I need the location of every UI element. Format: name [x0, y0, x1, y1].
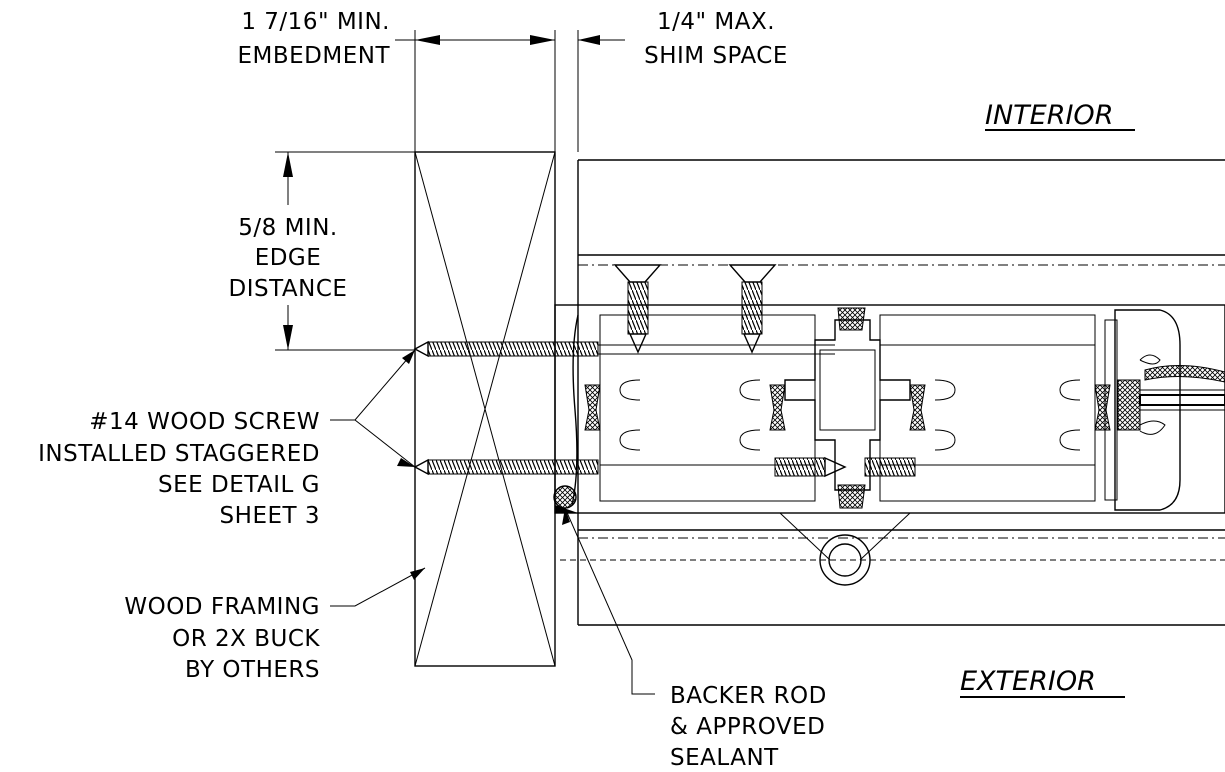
wood-screw-lower [413, 458, 599, 476]
svg-text:SEE DETAIL G: SEE DETAIL G [158, 472, 320, 498]
svg-text:EDGE: EDGE [255, 245, 322, 271]
svg-text:& APPROVED: & APPROVED [670, 714, 825, 740]
frame-extrusion [554, 304, 1225, 514]
svg-text:1 7/16" MIN.: 1 7/16" MIN. [241, 9, 390, 35]
svg-text:INTERIOR: INTERIOR [985, 100, 1113, 131]
sealant-label: BACKER ROD & APPROVED SEALANT [670, 683, 827, 771]
wood-framing [414, 151, 556, 667]
embedment-dimension [395, 30, 556, 152]
svg-text:SHEET 3: SHEET 3 [220, 503, 320, 529]
interior-label: INTERIOR [985, 100, 1135, 131]
leader-lines [330, 349, 655, 695]
shim-space-label: 1/4" MAX. SHIM SPACE [644, 9, 788, 69]
wood-screw-label: #14 WOOD SCREW INSTALLED STAGGERED SEE D… [38, 409, 320, 529]
svg-text:EMBEDMENT: EMBEDMENT [237, 43, 390, 69]
drainage-bulb [779, 512, 911, 586]
svg-text:5/8 MIN.: 5/8 MIN. [238, 215, 337, 241]
svg-text:WOOD FRAMING: WOOD FRAMING [124, 594, 320, 620]
svg-text:DISTANCE: DISTANCE [229, 276, 348, 302]
svg-text:#14 WOOD SCREW: #14 WOOD SCREW [89, 409, 320, 435]
svg-text:BY OTHERS: BY OTHERS [185, 657, 320, 683]
steel-threaded-rods [774, 456, 916, 478]
embedment-label: 1 7/16" MIN. EMBEDMENT [237, 9, 390, 69]
edge-distance-label: 5/8 MIN. EDGE DISTANCE [229, 215, 348, 302]
svg-text:EXTERIOR: EXTERIOR [960, 666, 1096, 697]
wood-screw-upper [413, 340, 835, 358]
svg-text:BACKER ROD: BACKER ROD [670, 683, 827, 709]
exterior-label: EXTERIOR [960, 666, 1125, 698]
svg-text:1/4" MAX.: 1/4" MAX. [657, 9, 775, 35]
svg-text:INSTALLED STAGGERED: INSTALLED STAGGERED [38, 441, 320, 467]
frame-screw-left [613, 264, 662, 354]
frame-screw-right [728, 264, 777, 354]
edge-distance-dimension [275, 151, 415, 351]
wood-framing-label: WOOD FRAMING OR 2X BUCK BY OTHERS [124, 594, 320, 683]
backer-rod [553, 485, 578, 513]
shim-space-dimension [577, 30, 625, 152]
svg-text:SHIM SPACE: SHIM SPACE [644, 43, 788, 69]
svg-text:SEALANT: SEALANT [670, 745, 779, 771]
svg-text:OR 2X BUCK: OR 2X BUCK [172, 626, 320, 652]
